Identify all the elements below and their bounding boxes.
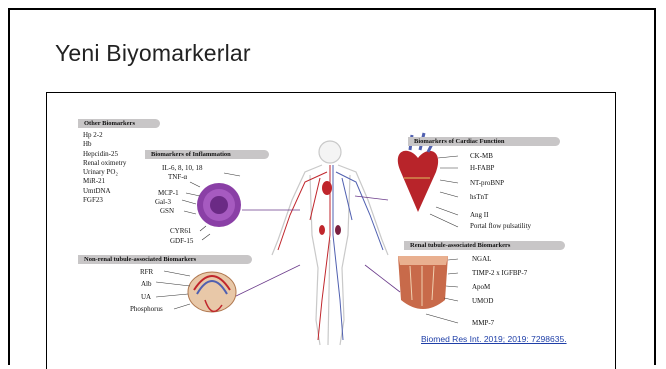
renal-label: NGAL xyxy=(472,255,491,263)
non-renal-label: Phosphorus xyxy=(130,305,163,313)
list-item: FGF23 xyxy=(83,196,126,205)
list-item: Renal oximetry xyxy=(83,159,126,168)
inflammation-label: TNF-α xyxy=(168,173,187,181)
renal-label: ApoM xyxy=(472,283,490,291)
list-item: Urinary PO₂ xyxy=(83,168,126,177)
renal-label: MMP-7 xyxy=(472,319,494,327)
inflammation-label: MCP-1 xyxy=(158,189,179,197)
renal-label: UMOD xyxy=(472,297,493,305)
renal-label: TIMP-2 x IGFBP-7 xyxy=(472,269,527,277)
blood-vessels xyxy=(278,165,383,340)
cardiac-label: Portal flow pulsatility xyxy=(470,222,531,230)
renal-heading: Renal tubule-associated Biomarkers xyxy=(404,241,565,250)
list-item: UmtDNA xyxy=(83,187,126,196)
cardiac-label: NT-proBNP xyxy=(470,179,504,187)
renal-tubule-image xyxy=(398,256,448,309)
inflammation-label: IL-6, 8, 10, 18 xyxy=(162,164,202,172)
non-renal-label: UA xyxy=(141,293,151,301)
non-renal-label: Alb xyxy=(141,280,152,288)
other-biomarkers-list: Hp 2-2 Hb Hepcidin-25 Renal oximetry Uri… xyxy=(83,131,126,205)
reference-link[interactable]: Biomed Res Int. 2019; 2019: 7298635. xyxy=(421,334,567,344)
inflammation-cell-image xyxy=(197,183,241,227)
cardiac-label: hsTnT xyxy=(470,193,488,201)
other-biomarkers-heading: Other Biomarkers xyxy=(78,119,160,128)
inflammation-label: CYR61 xyxy=(170,227,191,235)
list-item: Hp 2-2 xyxy=(83,131,126,140)
inflammation-heading: Biomarkers of Inflammation xyxy=(145,150,269,159)
nephron-image xyxy=(188,272,236,312)
non-renal-heading: Non-renal tubule-associated Biomarkers xyxy=(78,255,252,264)
inflammation-label: GDF-15 xyxy=(170,237,193,245)
list-item: Hb xyxy=(83,140,126,149)
cardiac-label: CK-MB xyxy=(470,152,493,160)
list-item: MiR-21 xyxy=(83,177,126,186)
non-renal-label: RFR xyxy=(140,268,153,276)
list-item: Hepcidin-25 xyxy=(83,150,126,159)
cardiac-heading: Biomarkers of Cardiac Function xyxy=(408,137,560,146)
inflammation-label: Gal-3 xyxy=(155,198,171,206)
cardiac-label: Ang II xyxy=(470,211,488,219)
cardiac-label: H-FABP xyxy=(470,164,494,172)
inflammation-label: GSN xyxy=(160,207,174,215)
